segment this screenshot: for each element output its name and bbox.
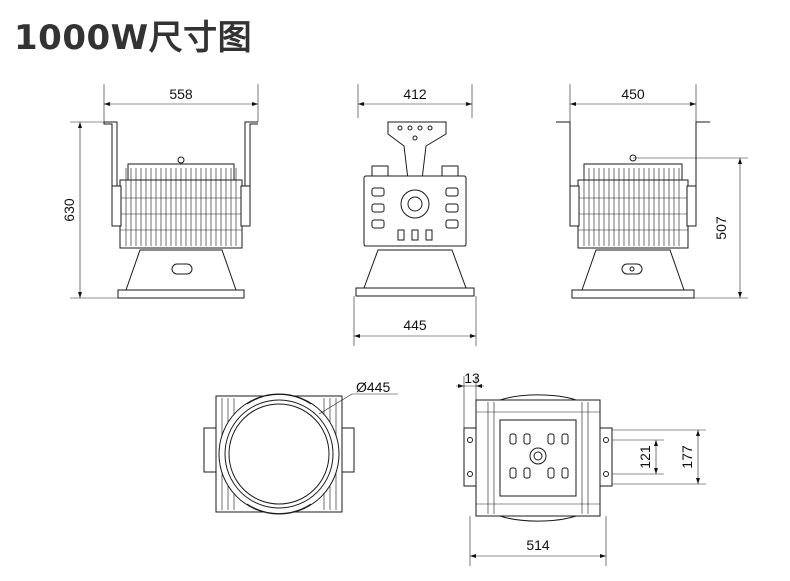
rear-height-label: 507 — [713, 216, 729, 240]
mount-offset-label: 13 — [464, 370, 480, 386]
bottom-diameter-label: Ø445 — [356, 379, 390, 395]
mount-width-label: 514 — [526, 537, 550, 553]
side-view: 412 445 — [353, 84, 477, 346]
front-width-label: 558 — [169, 86, 193, 102]
rear-view: 450 — [556, 84, 748, 299]
mount-outer-spacing-label: 177 — [679, 445, 695, 469]
page-title: 1000W尺寸图 — [14, 18, 253, 58]
front-height-label: 630 — [61, 198, 77, 222]
rear-width-label: 450 — [621, 86, 645, 102]
side-bottom-width-label: 445 — [403, 317, 427, 333]
rear-fins — [578, 168, 688, 246]
bottom-view: Ø445 — [203, 379, 398, 515]
mount-inner-spacing-label: 121 — [637, 445, 653, 469]
side-top-width-label: 412 — [403, 86, 427, 102]
front-view: 558 630 — [61, 84, 259, 299]
mount-view: 13 — [456, 370, 706, 566]
mount-fins — [476, 402, 600, 514]
front-fins — [120, 168, 242, 246]
